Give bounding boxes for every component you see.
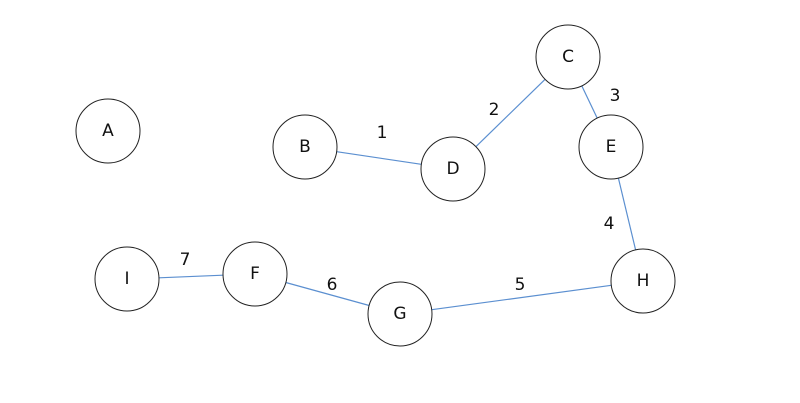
nodes-layer: A B C D E F G H I bbox=[75, 24, 676, 347]
edges-layer bbox=[158, 78, 637, 311]
node-e: E bbox=[578, 114, 644, 180]
node-circle bbox=[272, 114, 338, 180]
node-g: G bbox=[367, 281, 433, 347]
node-circle bbox=[535, 24, 601, 90]
node-circle bbox=[222, 241, 288, 307]
node-d: D bbox=[420, 136, 486, 202]
node-c: C bbox=[535, 24, 601, 90]
edge-weight-label: 3 bbox=[610, 86, 621, 106]
node-label: C bbox=[562, 47, 574, 67]
edge-labels-layer: 1 2 3 4 5 6 7 bbox=[180, 86, 621, 295]
edge-f-i bbox=[158, 274, 224, 279]
edge-weight-label: 5 bbox=[515, 275, 526, 295]
node-label: E bbox=[606, 137, 617, 157]
node-a: A bbox=[75, 98, 141, 164]
node-label: G bbox=[393, 304, 406, 324]
edge-weight-label: 7 bbox=[180, 250, 191, 270]
node-circle bbox=[420, 136, 486, 202]
node-label: H bbox=[637, 271, 650, 291]
node-circle bbox=[610, 248, 676, 314]
edge-weight-label: 2 bbox=[489, 100, 500, 120]
node-circle bbox=[578, 114, 644, 180]
node-label: D bbox=[446, 159, 459, 179]
node-label: I bbox=[124, 269, 129, 289]
edge-g-f bbox=[285, 281, 370, 307]
edge-c-e bbox=[581, 85, 598, 119]
node-i: I bbox=[94, 246, 160, 312]
node-b: B bbox=[272, 114, 338, 180]
node-circle bbox=[75, 98, 141, 164]
edge-d-c bbox=[475, 78, 546, 148]
edge-weight-label: 1 bbox=[377, 123, 388, 143]
node-label: F bbox=[250, 264, 260, 284]
edge-weight-label: 4 bbox=[604, 214, 615, 234]
node-circle bbox=[367, 281, 433, 347]
edge-h-g bbox=[431, 284, 612, 311]
edge-b-d bbox=[336, 151, 422, 165]
node-f: F bbox=[222, 241, 288, 307]
node-label: B bbox=[299, 137, 311, 157]
node-circle bbox=[94, 246, 160, 312]
node-label: A bbox=[102, 121, 114, 141]
edge-weight-label: 6 bbox=[327, 275, 338, 295]
node-h: H bbox=[610, 248, 676, 314]
edge-e-h bbox=[617, 177, 637, 251]
